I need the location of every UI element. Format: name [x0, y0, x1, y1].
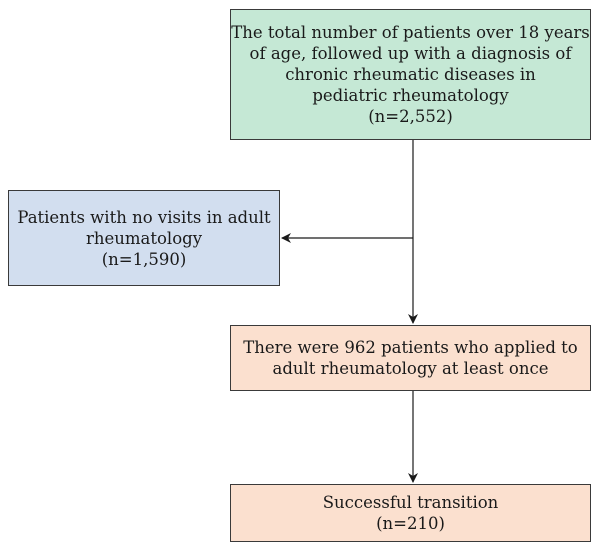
- no-visits-line-2: rheumatology: [85, 228, 203, 248]
- total-line-3: chronic rheumatic diseases in: [285, 65, 536, 84]
- no-visits-count: (n=1,590): [101, 249, 187, 269]
- success-count: (n=210): [376, 514, 445, 533]
- total-line-1: The total number of patients over 18 yea…: [231, 23, 590, 42]
- applied-line-1: There were 962 patients who applied to: [243, 338, 578, 357]
- success-line-1: Successful transition: [322, 493, 499, 512]
- successful-transition-box: Successful transition (n=210): [230, 484, 591, 542]
- total-line-2: of age, followed up with a diagnosis of: [249, 44, 572, 63]
- total-patients-box: The total number of patients over 18 yea…: [230, 9, 591, 140]
- total-line-4: pediatric rheumatology: [312, 86, 509, 105]
- total-count: (n=2,552): [368, 107, 453, 126]
- no-visits-box: Patients with no visits in adult rheumat…: [8, 190, 280, 286]
- no-visits-line-1: Patients with no visits in adult: [17, 207, 271, 227]
- applied-line-2: adult rheumatology at least once: [272, 359, 549, 378]
- applied-patients-box: There were 962 patients who applied to a…: [230, 325, 591, 391]
